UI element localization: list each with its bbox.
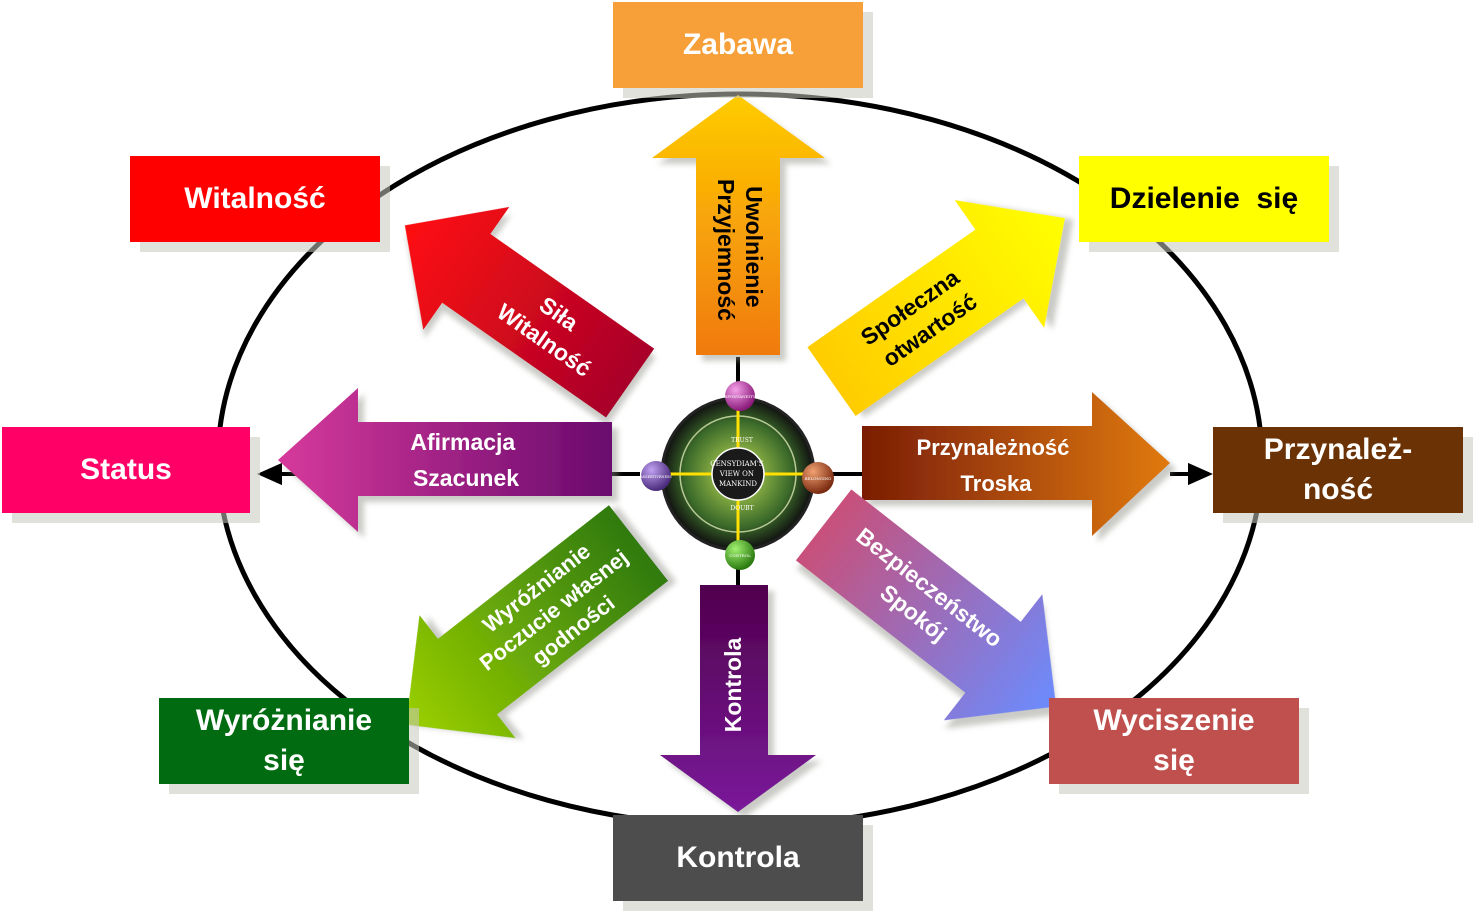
hub-doubt: DOUBT bbox=[730, 505, 753, 512]
arrow-left-icon bbox=[278, 388, 612, 532]
arrow-up-icon bbox=[652, 95, 825, 355]
box-zabawa-label: Zabawa bbox=[682, 28, 794, 61]
box-dzielenie-sie-label: Dzielenie się bbox=[1109, 182, 1299, 215]
svg-text:Kontrola: Kontrola bbox=[720, 638, 746, 733]
censydiam-wheel-icon: CENSYDIAM'S VIEW ON MANKIND TRUST DOUBT … bbox=[639, 381, 834, 570]
box-dzielenie-sie: Dzielenie się bbox=[1079, 156, 1329, 242]
arrow-przynaleznosc-line1: Przynależność bbox=[917, 435, 1070, 460]
arrow-kontrola-line1: Kontrola bbox=[720, 638, 746, 733]
box-wyroznianie-sie-line2: się bbox=[263, 744, 305, 777]
hub-ball-right bbox=[802, 462, 834, 494]
svg-text:Przynależność Troska: Przynależność Troska bbox=[917, 435, 1076, 496]
arrow-spoleczna: Społeczna otwartość bbox=[807, 200, 1065, 416]
box-status-label: Status bbox=[80, 453, 172, 486]
hub-ball-right-label: BELONGING bbox=[805, 476, 832, 481]
box-witalnosc: Witalność bbox=[130, 156, 380, 242]
box-przynaleznosc-line2: ność bbox=[1302, 473, 1374, 506]
svg-text:Uwolnienie Przyjemność: Uwolnienie Przyjemność bbox=[713, 179, 767, 321]
arrow-przynaleznosc: Przynależność Troska bbox=[862, 392, 1170, 536]
hub-ball-left-label: ASSERTIVENESS bbox=[639, 475, 672, 479]
box-kontrola-label: Kontrola bbox=[676, 841, 800, 874]
box-zabawa: Zabawa bbox=[613, 2, 863, 88]
box-wyroznianie-sie: Wyróżnianie się bbox=[159, 698, 409, 784]
arrow-afirmacja-line2: Szacunek bbox=[413, 465, 519, 491]
box-wyciszenie-sie-line1: Wyciszenie bbox=[1093, 704, 1255, 737]
box-wyroznianie-sie-line1: Wyróżnianie bbox=[195, 704, 373, 737]
hub-ball-top-label: SPONTANEITY bbox=[725, 394, 756, 399]
box-kontrola: Kontrola bbox=[613, 815, 863, 901]
arrow-uwolnienie: Uwolnienie Przyjemność bbox=[652, 95, 825, 355]
hub-ball-bottom-label: CONTROL bbox=[729, 553, 751, 558]
arrow-przynaleznosc-line2: Troska bbox=[961, 471, 1033, 496]
arrow-afirmacja-line1: Afirmacja bbox=[410, 429, 515, 455]
svg-text:CENSYDIAM'S VIEW ON: CENSYDIAM'S VIEW ON MANKIND bbox=[710, 460, 766, 488]
hub-ball-left bbox=[641, 461, 671, 491]
box-wyciszenie-sie: Wyciszenie się bbox=[1049, 698, 1299, 784]
box-przynaleznosc: Przynależ- ność bbox=[1213, 427, 1463, 513]
arrow-afirmacja: Afirmacja Szacunek bbox=[278, 388, 612, 532]
arrow-down-left-icon bbox=[406, 505, 669, 739]
hub-center-line3: MANKIND bbox=[719, 480, 757, 488]
box-witalnosc-label: Witalność bbox=[184, 182, 326, 215]
hub-center-line2: VIEW ON bbox=[719, 470, 754, 478]
hub-trust: TRUST bbox=[731, 437, 753, 444]
arrow-right-icon bbox=[862, 392, 1170, 536]
arrow-down-right-icon bbox=[795, 489, 1057, 721]
hub-ball-bottom bbox=[725, 540, 755, 570]
hub-ball-top bbox=[725, 381, 755, 411]
svg-text:Afirmacja Szacunek: Afirmacja Szacunek bbox=[410, 429, 521, 491]
arrow-uwolnienie-line2: Przyjemność bbox=[713, 179, 739, 321]
arrow-down-icon bbox=[660, 585, 816, 812]
box-wyciszenie-sie-line2: się bbox=[1153, 744, 1195, 777]
arrow-sila: Siła Witalność bbox=[404, 206, 655, 418]
box-przynaleznosc-line1: Przynależ- bbox=[1263, 433, 1413, 466]
hub-center-line1: CENSYDIAM'S bbox=[710, 460, 764, 468]
box-status: Status bbox=[2, 427, 250, 513]
arrow-up-right-icon bbox=[807, 200, 1065, 416]
arrow-kontrola: Kontrola bbox=[660, 585, 816, 812]
arrow-uwolnienie-line1: Uwolnienie bbox=[741, 186, 767, 307]
arrow-up-left-icon bbox=[404, 206, 655, 418]
